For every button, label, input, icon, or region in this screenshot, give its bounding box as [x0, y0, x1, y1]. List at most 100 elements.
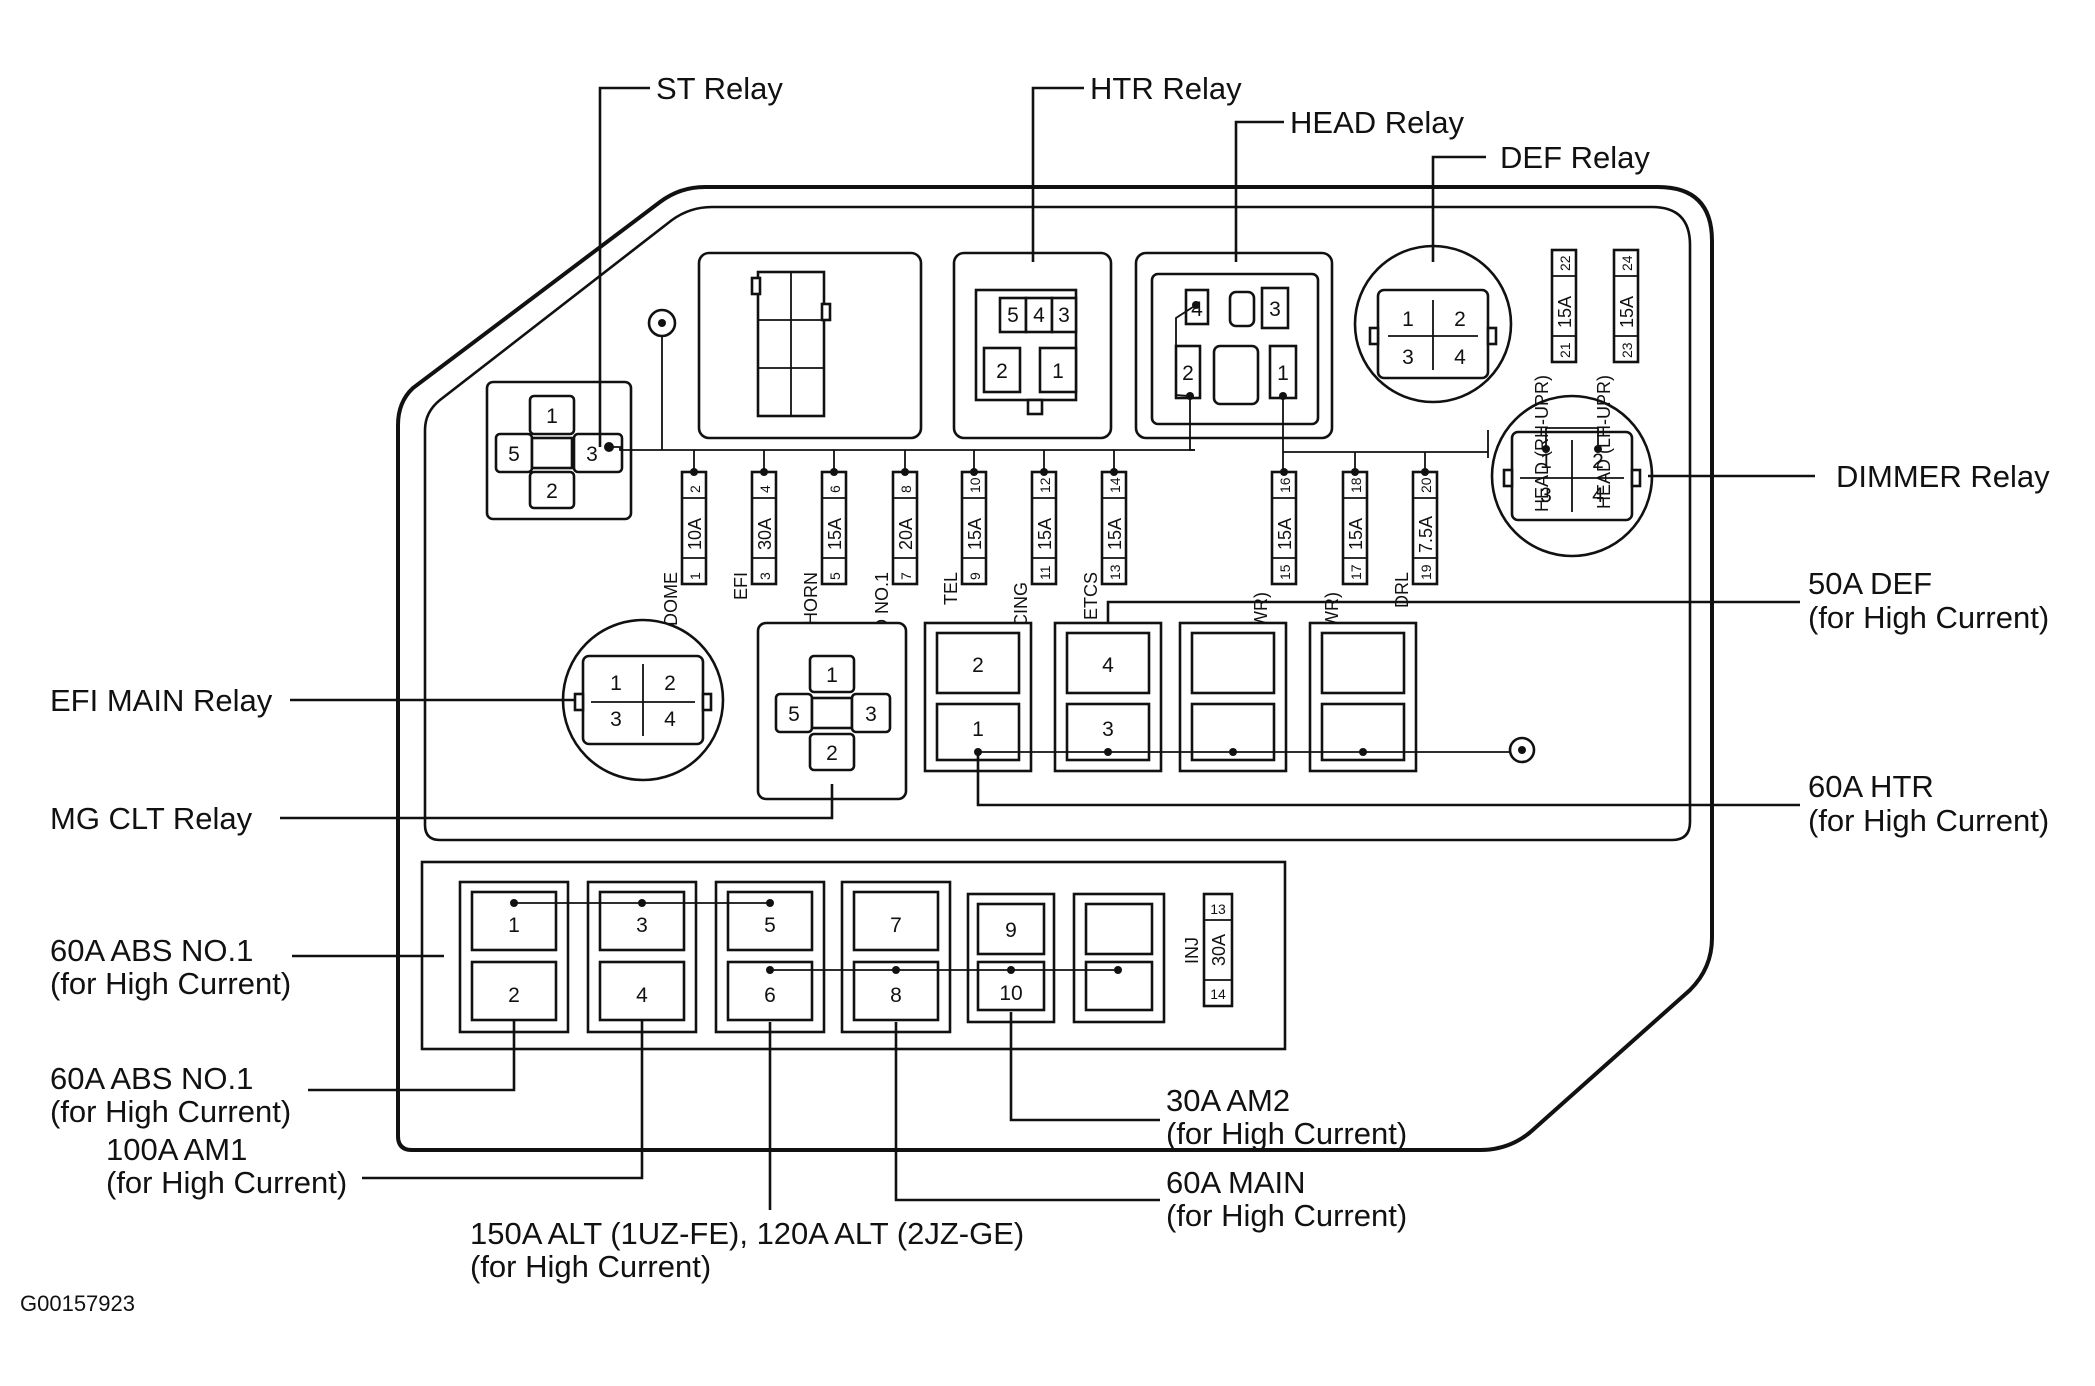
fuse-rating: 15A: [1617, 296, 1637, 328]
htr-relay-pin: 4: [1033, 304, 1045, 327]
fusible-link-htr-60a[interactable]: 2 1: [923, 621, 1033, 773]
dimmer-relay-pin: 1: [1540, 450, 1552, 473]
block-pin: 5: [764, 914, 776, 937]
fuse-label: HEAD (RH-UPR): [1532, 375, 1552, 512]
st-relay-pin: 5: [508, 443, 520, 466]
htr-relay-pin: 5: [1007, 304, 1019, 327]
mg-clt-relay-label: MG CLT Relay: [50, 801, 253, 836]
fuse-label: DRL: [1392, 572, 1412, 608]
fuse-drl[interactable]: 20 7.5A 19 DRL: [1392, 452, 1439, 608]
fuse-pin-top: 10: [967, 477, 983, 493]
fuse-pin-bottom: 3: [757, 572, 773, 580]
main-sublabel: (for High Current): [1166, 1198, 1407, 1233]
fuse-pin-bottom: 17: [1348, 564, 1364, 580]
fusible-link-alt[interactable]: 5 6: [714, 880, 826, 1034]
dimmer-relay-pin: 4: [1592, 484, 1604, 507]
fuse-tel[interactable]: 10 15A 9 TEL: [941, 450, 988, 605]
am2-label: 30A AM2: [1166, 1083, 1290, 1118]
fuse-pin-top: 22: [1557, 255, 1573, 271]
fusible-link-def-50a[interactable]: 4 3: [1053, 621, 1163, 773]
am2-sublabel: (for High Current): [1166, 1116, 1407, 1151]
fuse-efi[interactable]: 4 30A 3 EFI: [731, 450, 778, 600]
fuse-rating: 15A: [1555, 296, 1575, 328]
block-pin: 10: [999, 982, 1022, 1005]
def-relay-pin: 4: [1454, 346, 1466, 369]
dimmer-relay[interactable]: 1 2 3 4: [1490, 394, 1654, 558]
fuse-pin-bottom: 9: [967, 572, 983, 580]
am1-sublabel: (for High Current): [106, 1165, 347, 1200]
fuse-rating: 15A: [1346, 518, 1366, 550]
fuse-pin-top: 18: [1348, 477, 1364, 493]
fuse-rating: 10A: [685, 518, 705, 550]
abs-no1-a-sublabel: (for High Current): [50, 966, 291, 1001]
fuse-pin-top: 2: [687, 485, 703, 493]
fuse-inj[interactable]: 13 30A 14 INJ: [1182, 892, 1234, 1008]
fuse-pin-bottom: 15: [1277, 564, 1293, 580]
bottom-fusible-links: 1 2 3 4 5 6 7 8: [458, 880, 1234, 1034]
fuse-pin-bottom: 21: [1557, 342, 1573, 358]
fuse-pin-top: 20: [1418, 477, 1434, 493]
efi-relay-pin: 4: [664, 708, 676, 731]
fuse-box-upper-panel: [423, 205, 1692, 842]
fuse-head-lh-upr[interactable]: 24 15A 23 HEAD (LH-UPR): [1594, 248, 1640, 509]
fuse-haz-horn[interactable]: 6 15A 5 HAZ-HORN: [801, 450, 848, 667]
fuse-label: ETCS: [1081, 572, 1101, 620]
def-relay-pin: 3: [1402, 346, 1414, 369]
block-pin: 8: [890, 984, 902, 1007]
fusible-link-spare-1[interactable]: [1178, 621, 1288, 773]
head-relay[interactable]: 4 3 2 1: [1134, 251, 1334, 440]
fusible-link-spare-2[interactable]: [1308, 621, 1418, 773]
efi-relay-pin: 2: [664, 672, 676, 695]
head-upr-fuses: 22 15A 21 HEAD (RH-UPR) 24 15A 23 HEAD (…: [1532, 248, 1640, 512]
fuse-rating: 15A: [1105, 518, 1125, 550]
abs-no1-b-label: 60A ABS NO.1: [50, 1061, 253, 1096]
fusible-link-am2[interactable]: 9 10: [966, 892, 1056, 1024]
htr-relay-pin: 3: [1058, 304, 1070, 327]
mg-relay-pin: 1: [826, 664, 838, 687]
mg-relay-pin: 3: [865, 703, 877, 726]
block-pin: 2: [972, 654, 984, 677]
htr-relay-pin: 2: [996, 360, 1008, 383]
fuse-pin-top: 8: [898, 485, 914, 493]
efi-main-relay[interactable]: 1 2 3 4: [561, 618, 725, 782]
def-relay-pin: 2: [1454, 308, 1466, 331]
block-pin: 3: [636, 914, 648, 937]
fuse-rating: 15A: [965, 518, 985, 550]
fusible-link-spare-3[interactable]: [1072, 892, 1166, 1024]
fusible-link-main[interactable]: 7 8: [840, 880, 952, 1034]
fuse-pin-bottom: 11: [1037, 565, 1053, 580]
def-relay[interactable]: 1 2 3 4: [1353, 244, 1513, 404]
def-relay-pin: 1: [1402, 308, 1414, 331]
main-label: 60A MAIN: [1166, 1165, 1306, 1200]
dimmer-relay-label: DIMMER Relay: [1836, 459, 2050, 494]
st-relay-pin: 1: [546, 405, 558, 428]
fuse-etcs[interactable]: 14 15A 13 ETCS: [1081, 450, 1128, 620]
alt-label: 150A ALT (1UZ-FE), 120A ALT (2JZ-GE): [470, 1216, 1024, 1251]
htr-relay[interactable]: 5 4 3 2 1: [952, 251, 1113, 440]
fusible-link-am1[interactable]: 3 4: [586, 880, 698, 1034]
fuse-pin-top: 16: [1277, 477, 1293, 493]
connector-block: [697, 251, 923, 440]
efi-relay-pin: 3: [610, 708, 622, 731]
block-pin: 4: [1102, 654, 1114, 677]
def-relay-label: DEF Relay: [1500, 140, 1650, 175]
st-relay-label: ST Relay: [656, 71, 783, 106]
block-pin: 6: [764, 984, 776, 1007]
fuse-rating: 20A: [896, 518, 916, 550]
fuse-label: DOME: [661, 572, 681, 626]
alt-sublabel: (for High Current): [470, 1249, 711, 1284]
st-relay[interactable]: 1 5 3 2: [485, 380, 633, 521]
mg-clt-relay[interactable]: 1 5 3 2: [756, 621, 908, 801]
st-relay-pin: 3: [586, 443, 598, 466]
am1-label: 100A AM1: [106, 1132, 247, 1167]
fuse-head-rh-upr[interactable]: 22 15A 21 HEAD (RH-UPR): [1532, 248, 1578, 512]
fuse-dome[interactable]: 2 10A 1 DOME: [661, 450, 708, 626]
fuse-pin-bottom: 13: [1107, 564, 1123, 580]
fusible-link-abs-no1-a[interactable]: 1 2: [458, 880, 570, 1034]
def-50a-sublabel: (for High Current): [1808, 600, 2049, 635]
fuse-rating: 15A: [1275, 518, 1295, 550]
htr-60a-label: 60A HTR: [1808, 769, 1934, 804]
htr-relay-label: HTR Relay: [1090, 71, 1242, 106]
figure-id: G00157923: [20, 1291, 135, 1316]
